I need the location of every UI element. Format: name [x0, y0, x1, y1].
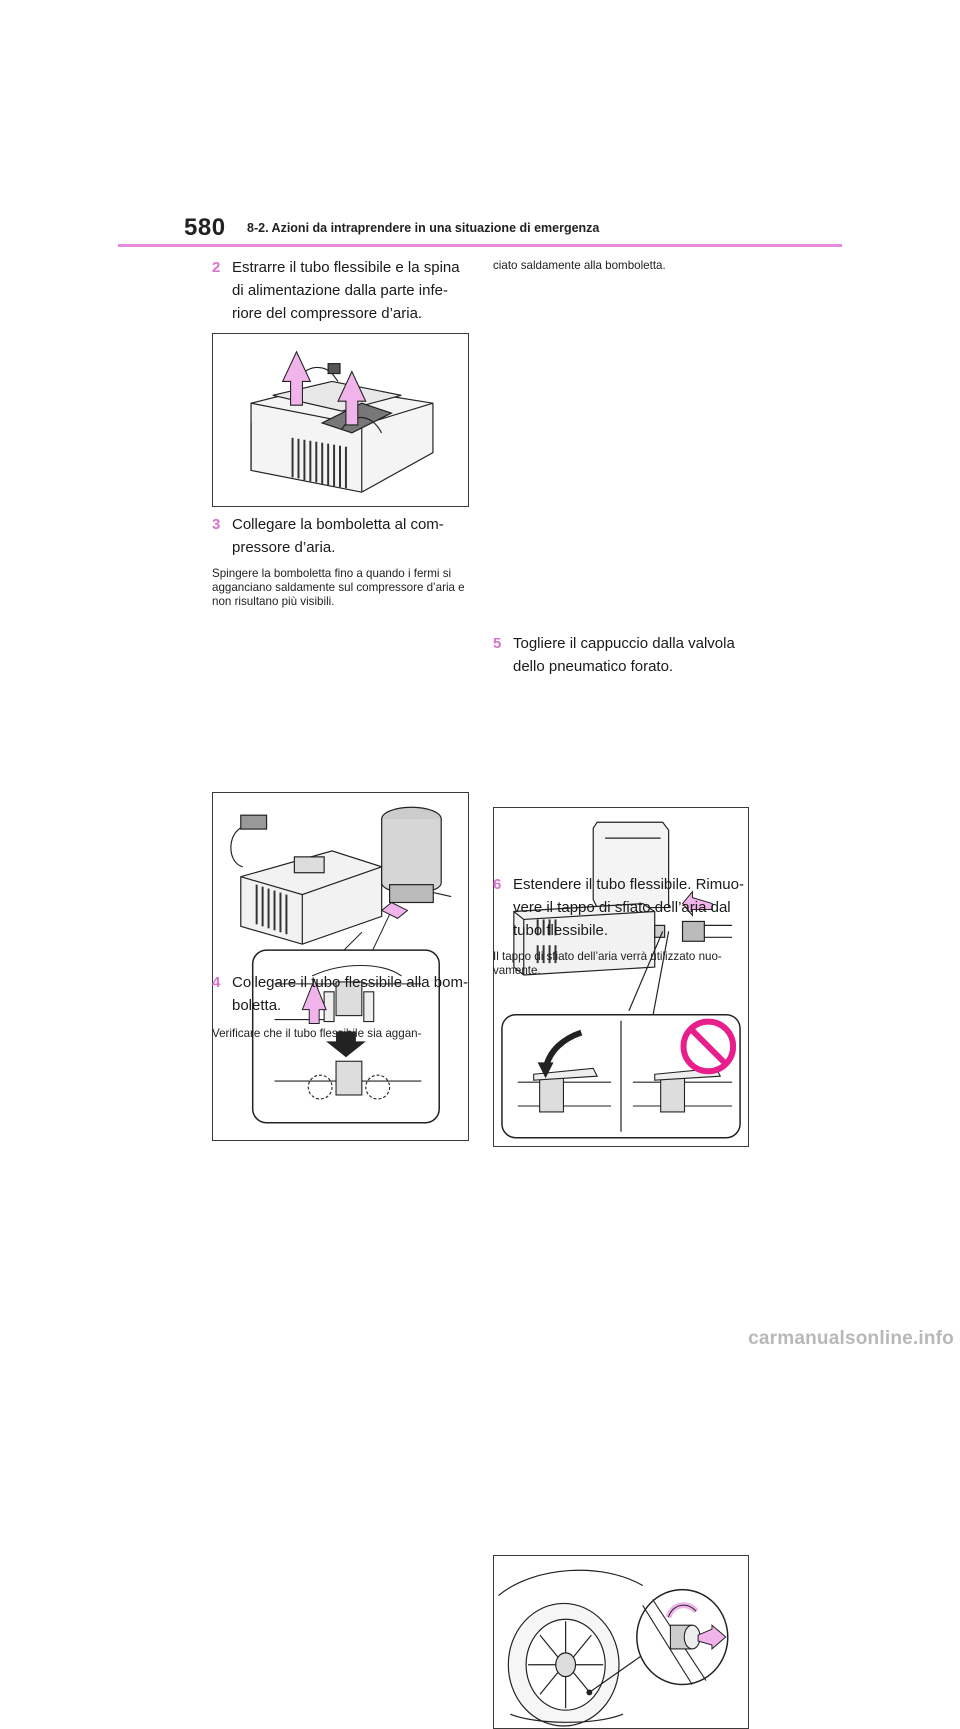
tire-valve-illustration: [498, 1569, 729, 1727]
compressor-illustration: [250, 350, 434, 493]
hose-connection-illustration: [501, 821, 741, 1139]
step-note: Verificare che il tubo flessibile sia ag…: [212, 1027, 422, 1040]
continued-note-block: ciato saldamente alla bomboletta.: [493, 259, 749, 273]
watermark: carmanualsonline.info: [748, 1328, 954, 1349]
bottle-compressor-illustration: [230, 806, 452, 1124]
step-6: 6 Estendere il tubo flessibile. Rimuo- v…: [493, 873, 749, 978]
section-title: 8-2. Azioni da intraprendere in una situ…: [247, 221, 600, 235]
step-note: Spingere la bomboletta fino a quando i f…: [212, 567, 465, 608]
step-note: Il tappo di sfiato dell’aria verrà utili…: [493, 950, 722, 977]
figure-tire-valve: [493, 1555, 749, 1729]
page-number: 580: [184, 214, 226, 241]
step-number: 5: [493, 635, 502, 652]
step-text: Togliere il cappuccio dalla valvola dell…: [513, 635, 735, 675]
step-text: Collegare il tubo flessibile alla bom- b…: [232, 974, 468, 1014]
step-4: 4 Collegare il tubo flessibile alla bom-…: [212, 971, 470, 1041]
step-5: 5 Togliere il cappuccio dalla valvola de…: [493, 632, 749, 678]
step-number: 6: [493, 876, 502, 893]
figure-compressor-hose: [212, 333, 469, 507]
step-text: Estendere il tubo flessibile. Rimuo- ver…: [513, 876, 744, 939]
step-text: Collegare la bomboletta al com- pressore…: [232, 516, 444, 556]
step-text: Estrarre il tubo flessibile e la spina d…: [232, 259, 460, 322]
continued-note: ciato saldamente alla bomboletta.: [493, 259, 666, 272]
step-number: 3: [212, 516, 221, 533]
header-rule: [118, 244, 842, 247]
step-number: 4: [212, 974, 221, 991]
step-number: 2: [212, 259, 221, 276]
figure-hose-connection: [493, 807, 749, 1147]
figure-bottle-compressor: [212, 792, 469, 1141]
step-2: 2 Estrarre il tubo flessibile e la spina…: [212, 256, 470, 325]
step-3: 3 Collegare la bomboletta al com- presso…: [212, 513, 470, 609]
